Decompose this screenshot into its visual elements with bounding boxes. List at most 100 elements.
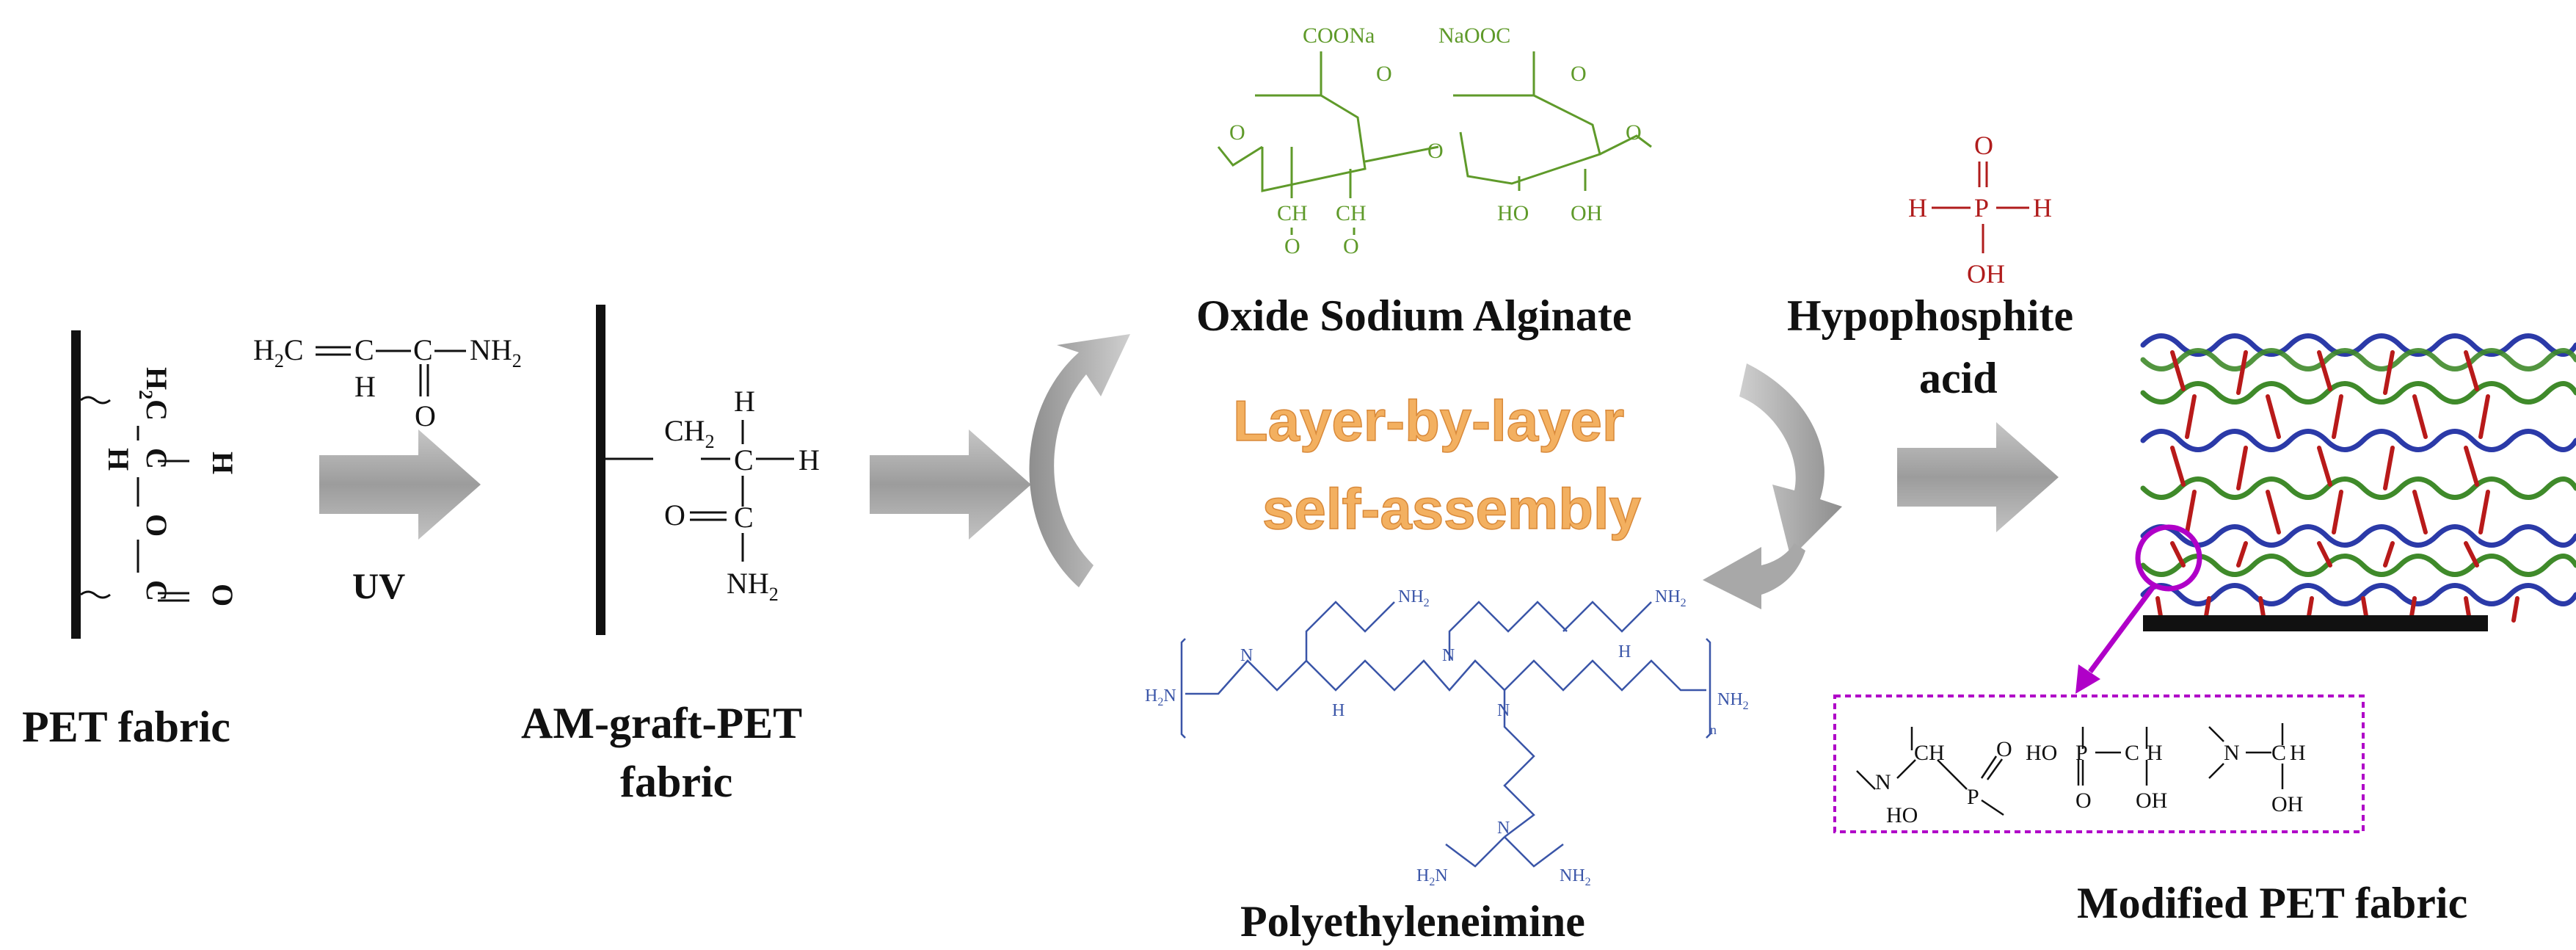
- am-ch2: CH2: [664, 414, 715, 452]
- lbl-line2: self-assembly: [1262, 476, 1641, 541]
- hypo-h-left: H: [1908, 193, 1927, 222]
- pei-nh2-right: NH2: [1717, 690, 1749, 712]
- pet-h-atom: H: [102, 448, 135, 471]
- pet-c2-atom: C: [140, 580, 173, 601]
- acrylamide-c: C: [354, 333, 374, 366]
- zoom-ch: CH: [1914, 741, 1945, 765]
- modified-label: Modified PET fabric: [2077, 879, 2467, 927]
- alginate-ho: HO: [1497, 201, 1529, 225]
- zoom-arrow-head: [2075, 664, 2100, 694]
- modified-fabric-base: [2143, 615, 2488, 631]
- modified-network: [2140, 333, 2576, 623]
- pei-h-1: H: [1332, 701, 1345, 720]
- acrylamide-o: O: [415, 399, 436, 432]
- am-nh2: NH2: [727, 567, 779, 605]
- zoom-ho2: HO: [2026, 741, 2057, 765]
- zoom-h2: H: [2290, 741, 2306, 765]
- am-h-top: H: [734, 385, 755, 418]
- alginate-ch2: CH: [1336, 201, 1367, 225]
- alginate-structure: COONa NaOOC O O O O O CH CH O O HO OH: [1217, 23, 1652, 258]
- alginate-o-right: O: [1626, 120, 1642, 145]
- alginate-o-left: O: [1229, 120, 1245, 145]
- am-c2: C: [734, 501, 754, 534]
- process-arrow-3: [1897, 422, 2059, 532]
- pei-n-2: N: [1442, 646, 1455, 665]
- pet-c-atom: C: [140, 448, 173, 469]
- network-red-crosslinks: [2155, 350, 2519, 623]
- zoom-p: P: [1967, 785, 1979, 809]
- pei-n-4: N: [1497, 819, 1510, 838]
- pei-h2n-left: H2N: [1145, 686, 1176, 708]
- pet-wavy-bond-top: [80, 396, 111, 405]
- acrylamide-nh2: NH2: [470, 333, 522, 371]
- process-arrow-2: [870, 429, 1031, 540]
- pet-o-atom: O: [140, 514, 173, 537]
- zoom-box: [1833, 695, 2365, 833]
- pei-h2n-bottom: H2N: [1416, 866, 1448, 888]
- alginate-o-ring2: O: [1571, 62, 1587, 86]
- pet-wavy-bond-bottom: [80, 590, 111, 599]
- am-h-right: H: [798, 443, 820, 476]
- hypo-oh: OH: [1967, 259, 2005, 289]
- am-c: C: [734, 443, 754, 476]
- pei-n-1: N: [1240, 646, 1253, 665]
- zoom-c: C: [2125, 741, 2139, 765]
- zoom-box-structures: CH N P O HO HO P O C H OH: [1856, 723, 2306, 827]
- hypo-o: O: [1974, 131, 1993, 160]
- pei-nh2-a: NH2: [1398, 587, 1430, 609]
- zoom-oh: OH: [2136, 788, 2167, 813]
- pei-nh2-bottom: NH2: [1560, 866, 1591, 888]
- hypo-label-line1: Hypophosphite: [1787, 291, 2073, 340]
- zoom-h: H: [2147, 741, 2163, 765]
- hypo-h-right: H: [2033, 193, 2052, 222]
- pei-nh2-b: NH2: [1655, 587, 1687, 609]
- zoom-o: O: [1996, 737, 2012, 761]
- pei-structure: [1180, 601, 1711, 868]
- zoom-n2: N: [2224, 741, 2240, 765]
- pei-n-subscript: n: [1710, 722, 1717, 737]
- pei-labels: NH2 NH2 H2N NH2 n H2N NH2 N H N N H N: [1145, 587, 1749, 888]
- zoom-oh2: OH: [2271, 792, 2303, 816]
- pet-o2-atom: O: [206, 584, 239, 606]
- alginate-o-ring1: O: [1376, 62, 1392, 86]
- am-graft-label-line1: AM-graft-PET: [521, 699, 802, 747]
- curved-arrow-bottom-right: [1703, 543, 1805, 609]
- network-blue-chains: [2140, 333, 2576, 606]
- alginate-o-link: O: [1427, 139, 1444, 163]
- lbl-line1: Layer-by-layer: [1233, 388, 1624, 453]
- process-arrow-1: [319, 429, 481, 540]
- curved-arrow-top-right: [1739, 363, 1842, 558]
- pet-fabric-structure: H2C C H H O C O PET fabric: [22, 330, 239, 751]
- acrylamide-h: H: [354, 370, 376, 403]
- alginate-naooc: NaOOC: [1438, 23, 1510, 48]
- alginate-ch1: CH: [1277, 201, 1308, 225]
- am-graft-label-line2: fabric: [620, 758, 732, 806]
- alginate-o-ald2: O: [1343, 234, 1359, 258]
- alginate-label: Oxide Sodium Alginate: [1196, 291, 1631, 340]
- zoom-c2: C: [2271, 741, 2286, 765]
- zoom-arrow-line: [2088, 584, 2156, 674]
- lbl-text-group: Layer-by-layer self-assembly: [1232, 388, 1641, 542]
- zoom-p2: P: [2075, 741, 2088, 765]
- pei-n-3: N: [1497, 701, 1510, 720]
- pei-h-2: H: [1618, 642, 1631, 661]
- zoom-n: N: [1875, 770, 1891, 794]
- alginate-oh: OH: [1571, 201, 1602, 225]
- pet-fabric-bar: [71, 330, 81, 639]
- am-o: O: [664, 498, 685, 532]
- pet-h2-atom: H: [206, 452, 239, 474]
- acrylamide-c2: C: [413, 333, 433, 366]
- pet-h2c-text: H2C: [135, 367, 173, 421]
- pei-label: Polyethyleneimine: [1240, 897, 1585, 946]
- hypo-label-line2: acid: [1919, 354, 1998, 402]
- acrylamide-structure: H2C C H C O NH2: [253, 333, 522, 432]
- hypophosphite-structure: O P H H OH: [1908, 131, 2052, 289]
- hypo-p: P: [1974, 193, 1989, 222]
- uv-label: UV: [352, 565, 405, 606]
- pet-fabric-label: PET fabric: [22, 703, 230, 751]
- network-green-chains: [2140, 348, 2576, 577]
- acrylamide-h2c: H2C: [253, 333, 304, 371]
- zoom-ho: HO: [1886, 803, 1918, 827]
- am-fabric-bar: [596, 305, 605, 635]
- zoom-o2: O: [2075, 788, 2092, 813]
